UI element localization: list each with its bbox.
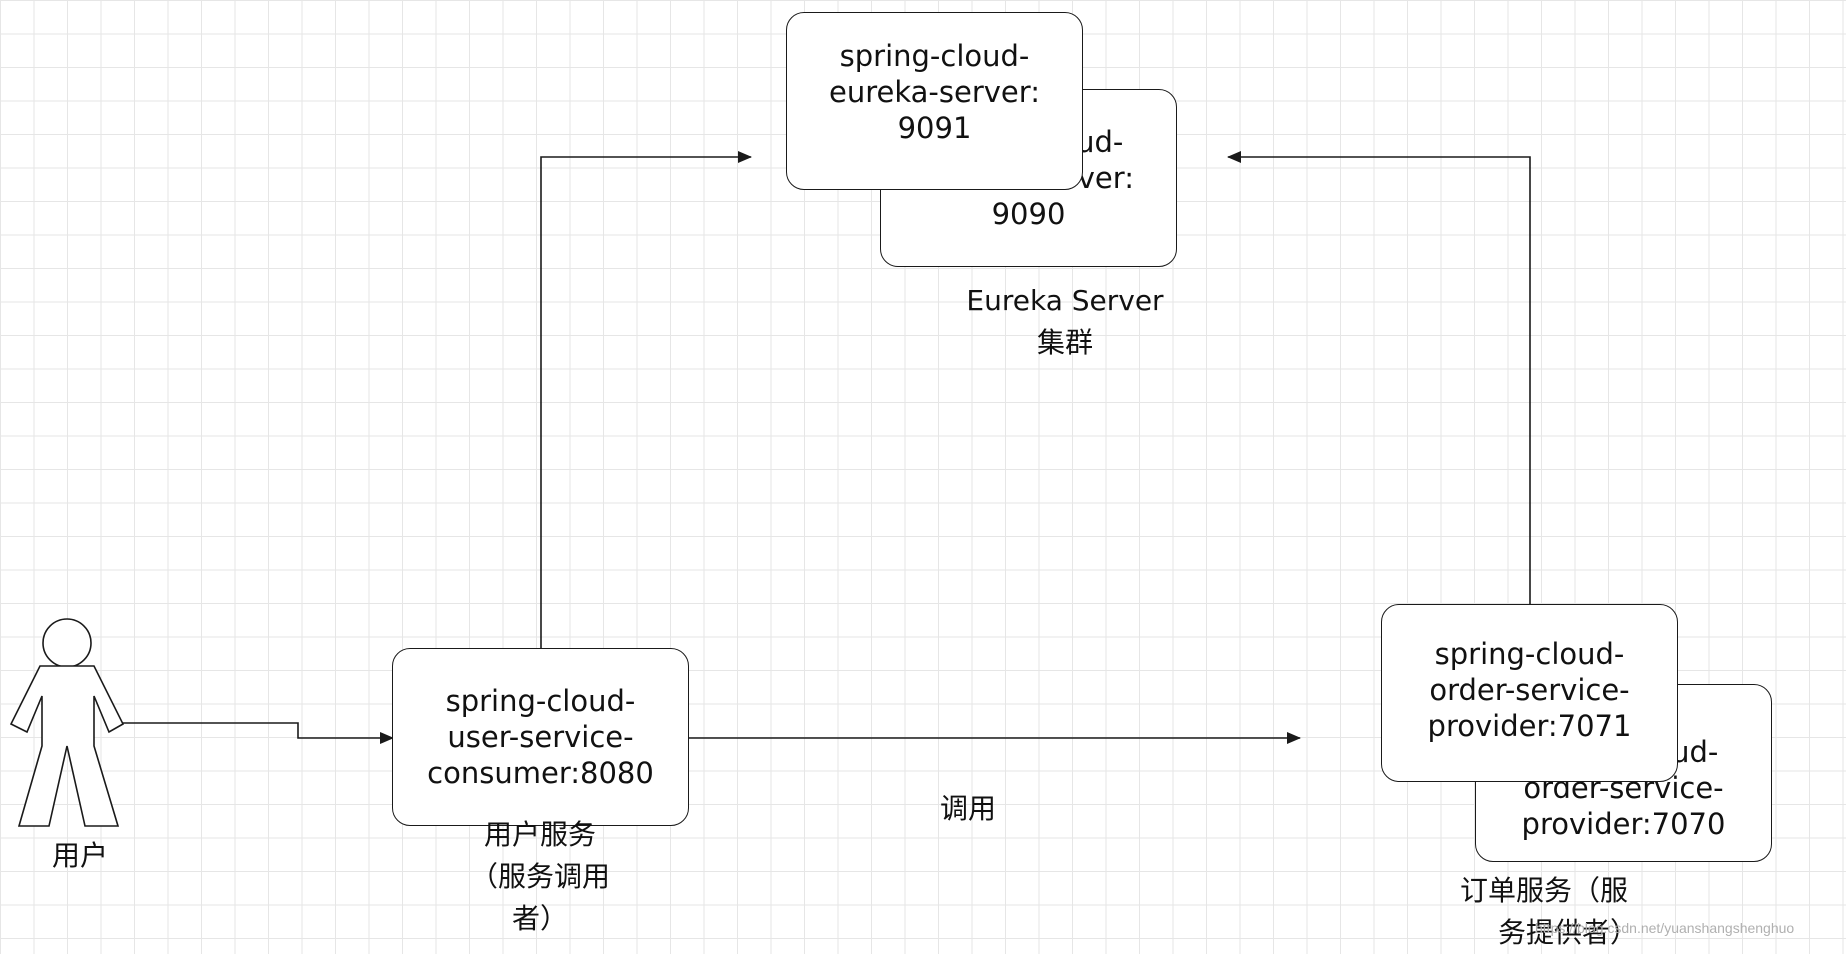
call-edge-label: 调用 [939,792,996,825]
eureka-cluster-label: Eureka Server 集群 [966,284,1164,359]
user-actor-label: 用户 [51,839,108,872]
order-service-caption: 订单服务（服 务提供者） [1460,874,1639,949]
order-service-provider-node-7071-text: spring-cloud- order-service- provider:70… [1427,637,1632,743]
eureka-server-node-9091-text: spring-cloud- eureka-server: 9091 [829,39,1040,145]
edge-user-to-consumer[interactable] [123,722,394,744]
eureka-server-node-9091[interactable]: spring-cloud- eureka-server: 9091 [786,12,1083,190]
watermark-text: https://blog.csdn.net/yuanshangshenghuo [1535,920,1795,936]
edge-consumer-to-eureka[interactable] [540,151,752,648]
user-service-consumer-node[interactable]: spring-cloud- user-service- consumer:808… [392,648,689,826]
user-service-caption: 用户服务 （服务调用 者） [469,818,610,935]
edge-provider-to-eureka[interactable] [1227,151,1531,605]
user-service-consumer-node-text: spring-cloud- user-service- consumer:808… [427,684,654,790]
order-service-provider-node-7071[interactable]: spring-cloud- order-service- provider:70… [1381,604,1678,782]
user-actor-icon[interactable] [9,618,125,827]
